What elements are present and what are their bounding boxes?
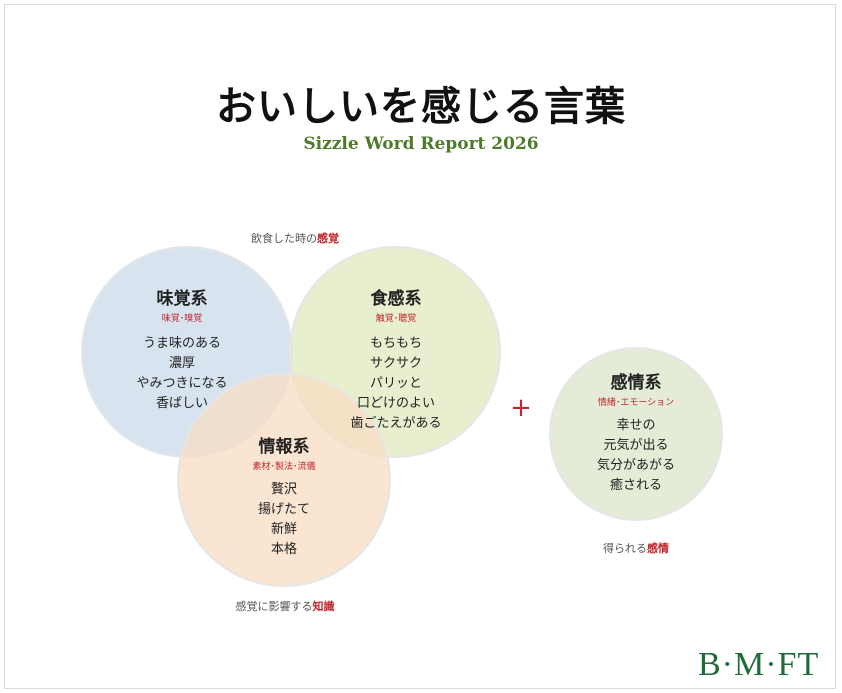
word-list: 幸せの 元気が出る 気分があがる 癒される	[546, 416, 726, 496]
word-list: 贅沢 揚げたて 新鮮 本格	[194, 480, 374, 560]
caption-bottom: 感覚に影響する知識	[235, 600, 335, 613]
word-item: 濃厚	[168, 356, 195, 371]
word-list: うま味のある 濃厚 やみつきになる 香ばしい	[92, 334, 272, 414]
word-item: 元気が出る	[603, 438, 669, 453]
caption-top: 飲食した時の感覚	[251, 232, 339, 245]
category-title: 感情系	[610, 373, 662, 393]
page-title: おいしいを感じる言葉	[216, 84, 626, 130]
category-subtitle: 素材･製法･流儀	[252, 462, 316, 472]
word-item: サクサク	[369, 356, 422, 371]
category-title: 食感系	[370, 289, 422, 309]
category-subtitle: 味覚･嗅覚	[161, 314, 203, 324]
word-list: もちもち サクサク パリッと 口どけのよい 歯ごたえがある	[306, 334, 486, 434]
word-item: うま味のある	[142, 336, 221, 351]
circle-info	[177, 373, 391, 587]
word-item: 贅沢	[270, 482, 297, 497]
category-emotion: 感情系 情緒･エモーション 幸せの 元気が出る 気分があがる 癒される	[546, 368, 726, 496]
page-subtitle: Sizzle Word Report 2026	[303, 134, 539, 154]
category-taste: 味覚系 味覚･嗅覚 うま味のある 濃厚 やみつきになる 香ばしい	[92, 284, 272, 414]
word-item: 揚げたて	[257, 502, 310, 517]
word-item: やみつきになる	[136, 376, 228, 391]
category-subtitle: 情緒･エモーション	[597, 398, 675, 408]
category-title: 情報系	[258, 437, 310, 457]
word-item: 本格	[270, 542, 297, 557]
category-texture: 食感系 触覚･聴覚 もちもち サクサク パリッと 口どけのよい 歯ごたえがある	[306, 284, 486, 434]
word-item: 気分があがる	[596, 458, 675, 473]
word-item: 口どけのよい	[356, 396, 435, 411]
word-item: 香ばしい	[155, 396, 208, 411]
caption-right: 得られる感情	[603, 542, 669, 555]
category-title: 味覚系	[156, 289, 208, 309]
word-item: 歯ごたえがある	[350, 416, 442, 431]
circle-emotion	[549, 347, 723, 521]
word-item: 癒される	[609, 478, 662, 493]
word-item: 幸せの	[616, 418, 656, 433]
company-logo: B·M·FT	[698, 646, 820, 683]
word-item: パリッと	[369, 376, 422, 391]
category-subtitle: 触覚･聴覚	[375, 314, 417, 324]
category-info: 情報系 素材･製法･流儀 贅沢 揚げたて 新鮮 本格	[194, 432, 374, 560]
word-item: もちもち	[369, 336, 422, 351]
plus-icon: +	[510, 393, 532, 423]
word-item: 新鮮	[270, 522, 297, 537]
